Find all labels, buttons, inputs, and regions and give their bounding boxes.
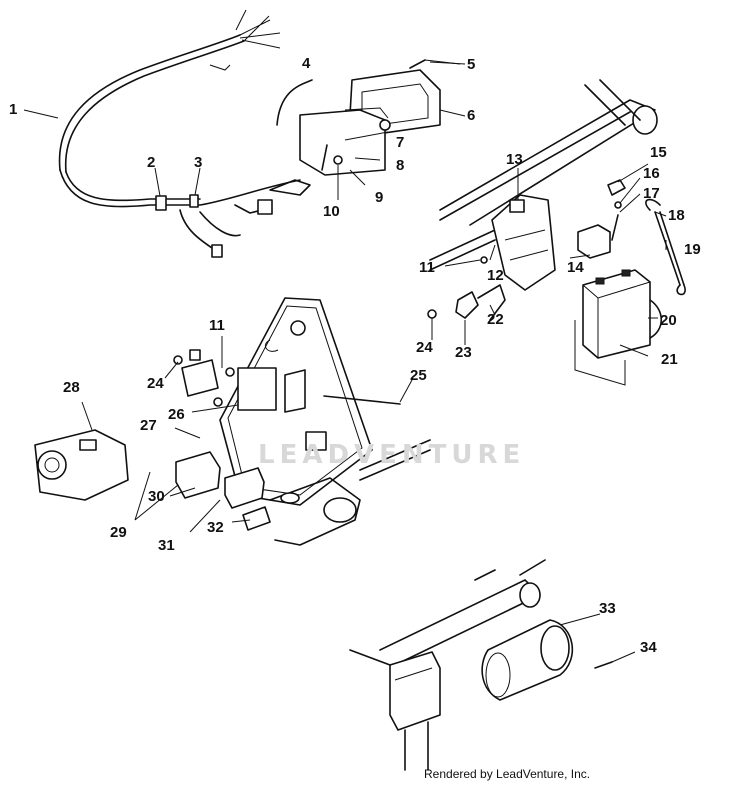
component-28	[34, 429, 129, 501]
callout-19: 19	[684, 241, 701, 258]
callout-26: 26	[168, 406, 185, 423]
callout-17: 17	[643, 185, 660, 202]
callout-28: 28	[63, 379, 80, 396]
callout-22: 22	[487, 311, 504, 328]
callout-20: 20	[660, 312, 677, 329]
callout-7: 7	[396, 134, 405, 151]
callout-3: 3	[194, 154, 203, 171]
callout-5: 5	[467, 56, 476, 73]
watermark: LEADVENTURE	[258, 440, 526, 470]
mounting-plate	[173, 297, 431, 546]
callout-33: 33	[599, 600, 616, 617]
wiring-harness	[58, 9, 311, 258]
callout-18: 18	[668, 207, 685, 224]
callout-27: 27	[140, 417, 157, 434]
callout-31: 31	[158, 537, 175, 554]
callout-4: 4	[302, 55, 311, 72]
callout-30: 30	[148, 488, 165, 505]
callout-11-plate: 11	[209, 317, 225, 334]
callout-10: 10	[323, 203, 340, 220]
credit-text: Rendered by LeadVenture, Inc.	[424, 767, 591, 781]
callout-11-frame: 11	[419, 259, 435, 276]
callout-29: 29	[110, 524, 127, 541]
callout-8: 8	[396, 157, 405, 174]
callout-15: 15	[650, 144, 667, 161]
leader-lines	[23, 61, 667, 663]
callout-32: 32	[207, 519, 224, 536]
callout-6: 6	[467, 107, 476, 124]
callout-13: 13	[506, 151, 523, 168]
callout-14: 14	[567, 259, 584, 276]
callout-2: 2	[147, 154, 156, 171]
callout-24-plate: 24	[147, 375, 164, 392]
frame-battery-area	[427, 79, 686, 386]
callout-1: 1	[9, 101, 18, 118]
callout-23: 23	[455, 344, 472, 361]
callout-9: 9	[375, 189, 384, 206]
callout-25: 25	[410, 367, 427, 384]
callout-12: 12	[487, 267, 504, 284]
tail-light-assembly	[276, 59, 461, 176]
callout-21: 21	[661, 351, 678, 368]
callout-24-frame: 24	[416, 339, 433, 356]
callout-34: 34	[640, 639, 657, 656]
starter-assembly	[349, 559, 613, 771]
callout-16: 16	[643, 165, 660, 182]
